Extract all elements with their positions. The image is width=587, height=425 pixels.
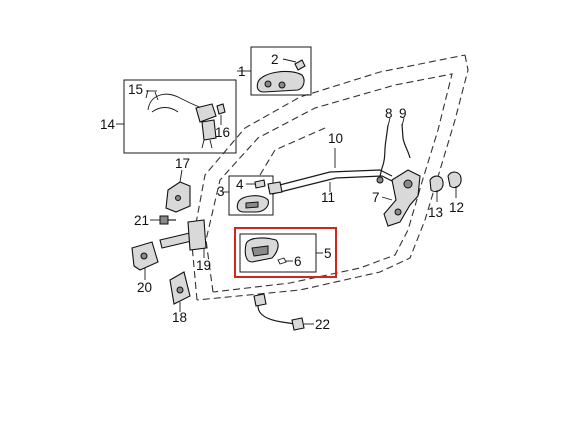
inside-handle-small-box [228,175,274,216]
callout-14: 14 [100,117,116,132]
callout-22: 22 [315,317,330,332]
lock-cables [376,117,411,184]
door-check-part [159,219,207,258]
callout-9: 9 [399,106,407,121]
highlighted-part-group [234,227,337,278]
hinge-part-upper [131,241,159,280]
hinge-part-lower [169,271,191,312]
callout-18: 18 [172,310,187,325]
callout-7: 7 [372,190,380,205]
callout-15: 15 [128,82,143,97]
callout-12: 12 [449,200,464,215]
bolt-part [150,215,176,225]
callout-3: 3 [217,184,225,199]
callout-8: 8 [385,106,393,121]
callout-2: 2 [271,52,279,67]
door-outline [191,54,469,301]
striker-parts [429,171,462,202]
callout-5: 5 [324,246,332,261]
callout-4: 4 [236,177,244,192]
lock-cylinder-box [123,79,237,154]
door-lock-assembly [381,169,421,227]
highlight-box [234,227,337,278]
wire-harness [253,293,314,331]
door-check-bracket [165,169,191,213]
callout-16: 16 [215,125,230,140]
outside-handle-group [237,46,312,96]
door-rods [267,148,395,195]
callout-11: 11 [321,190,335,205]
outside-handle-part [256,70,305,93]
callout-1: 1 [238,64,246,79]
callout-19: 19 [196,258,211,273]
callout-10: 10 [328,131,343,146]
lock-cylinder-group [116,79,237,154]
inside-handle-small-group [222,175,274,216]
callout-20: 20 [137,280,152,295]
callout-13: 13 [428,205,443,220]
callout-6: 6 [294,254,302,269]
callout-labels: 1 2 3 4 5 6 7 8 9 10 11 12 13 14 15 16 1… [100,52,464,332]
callout-17: 17 [175,156,190,171]
callout-21: 21 [134,213,149,228]
